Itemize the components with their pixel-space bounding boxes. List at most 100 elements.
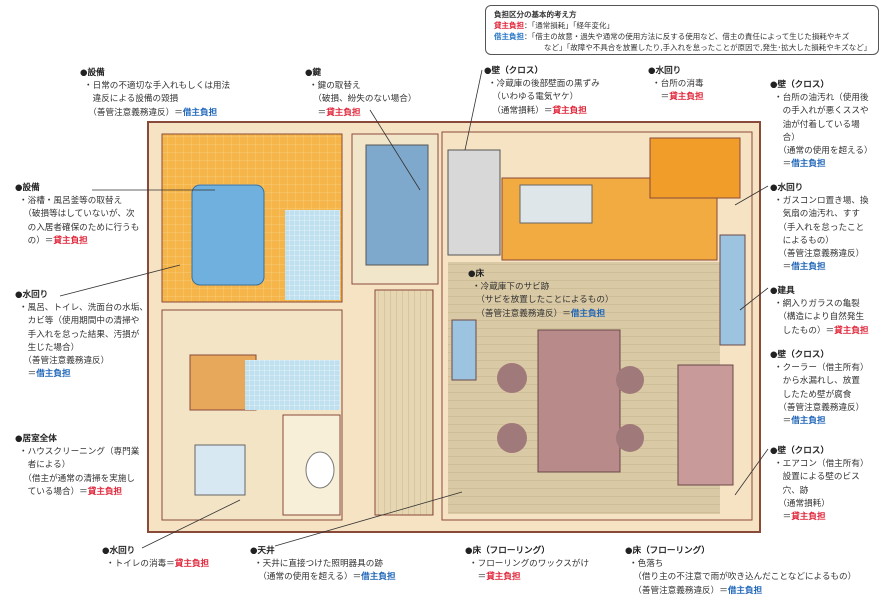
legend-tenant-label: 借主負担	[494, 32, 524, 41]
tenant-burden-label: 借主負担	[36, 369, 71, 380]
annotation-line: （いわゆる電気ヤケ）	[484, 91, 600, 104]
annotation-text: （手入れを怠ったこと	[774, 222, 865, 233]
annotation-line: カビ等（使用期間中の清掃や	[15, 315, 148, 328]
annotation-line: ＝借主負担	[770, 158, 873, 171]
annotation-line: によるもの）	[770, 235, 869, 248]
range-hood	[649, 137, 741, 199]
landlord-burden-label: 貸主負担	[326, 107, 361, 118]
annotation-text: ・日常の不適切な手入れもしくは用法	[84, 81, 231, 92]
annotation-text: 合）	[774, 132, 800, 143]
annotation-line: から水漏れし、放置	[770, 375, 869, 388]
annotation-line: 設置による壁のビス	[770, 471, 869, 484]
landlord-burden-label: 貸主負担	[174, 559, 210, 570]
annotation: ●水回り・トイレの消毒＝貸主負担	[102, 545, 209, 571]
annotation-line: ・エアコン（借主所有）	[770, 458, 869, 471]
washing-machine	[194, 444, 246, 496]
annotation-text: したため壁が腐食	[774, 389, 852, 400]
annotation-line: ・網入りガラスの亀裂	[770, 298, 869, 311]
annotation: ●建具・網入りガラスの亀裂 （構造により自然発生 したもの）＝貸主負担	[770, 285, 869, 338]
annotation: ●壁（クロス）・冷蔵庫の後部壁面の黒ずみ （いわゆる電気ヤケ） （通常損耗）＝貸…	[484, 65, 600, 118]
annotation-line: の手入れが悪くススや	[770, 105, 873, 118]
annotation: ●水回り・ガスコンロ置き場、換 気扇の油汚れ、すす （手入れを怠ったこと による…	[770, 182, 869, 274]
annotation-line: ・トイレの消毒＝貸主負担	[102, 558, 209, 571]
annotation-text: （通常の使用を超える）＝	[254, 572, 362, 583]
annotation: ●床（フローリング） ・色落ち （借り主の不注意で雨が吹き込んだことなどによるもの…	[625, 545, 856, 598]
refrigerator	[447, 149, 501, 256]
annotation-text: ＝	[774, 159, 792, 170]
annotation-title: ●建具	[770, 286, 795, 296]
annotation-line: （借り主の不注意で雨が吹き込んだことなどによるもの）	[625, 571, 857, 584]
annotation-title: ●水回り	[102, 546, 136, 556]
annotation-text: （借主が通常の清掃を実施し	[19, 473, 136, 484]
annotation-line: の）＝貸主負担	[15, 235, 139, 248]
entrance-door	[365, 144, 429, 266]
annotation-text: （サビを放置したことによるもの）	[472, 295, 614, 306]
annotation: ●設備・浴槽・風呂釜等の取替え （破損等はしていないが、次 の入居者確保のために…	[15, 182, 139, 248]
annotation-line: （善管注意義務違反）＝借主負担	[80, 107, 230, 120]
annotation-line: ・浴槽・風呂釜等の取替え	[15, 195, 139, 208]
landlord-burden-label: 貸主負担	[669, 92, 704, 103]
tenant-burden-label: 借主負担	[361, 572, 396, 583]
chair	[497, 423, 527, 453]
annotation-line: 違反による設備の毀損	[80, 93, 230, 106]
annotation-text: ・冷蔵庫の後部壁面の黒ずみ	[488, 79, 600, 90]
annotation-line: （手入れを怠ったこと	[770, 222, 869, 235]
annotation-text: によるもの）	[774, 235, 834, 246]
landlord-burden-label: 貸主負担	[552, 105, 587, 116]
annotation-title: ●床	[468, 269, 485, 279]
window-left	[451, 319, 477, 381]
annotation: ●居室全体・ハウスクリーニング（専門業 者による） （借主が通常の清掃を実施し …	[15, 433, 139, 499]
dining-table	[537, 329, 621, 473]
annotation-text: ＝	[19, 369, 37, 380]
annotation-text: （善管注意義務違反）	[774, 402, 865, 413]
annotation-text: （構造により自然発生	[774, 312, 865, 323]
annotation-title: ●床（フローリング）	[625, 546, 710, 556]
annotation-title: ●床（フローリング）	[465, 546, 550, 556]
sink	[519, 184, 593, 224]
annotation-text: （善管注意義務違反）	[774, 249, 865, 260]
annotation-text: ＝	[309, 107, 327, 118]
annotation: ●床・冷蔵庫下のサビ跡 （サビを放置したことによるもの） （善管注意義務違反）＝…	[468, 268, 614, 321]
annotation-line: 生じた場合）	[15, 342, 148, 355]
annotation-text: （善管注意義務違反）＝	[472, 308, 571, 319]
corridor	[374, 289, 434, 516]
annotation-text: から水漏れし、放置	[774, 376, 860, 387]
annotation-text: ・浴槽・風呂釜等の取替え	[19, 196, 123, 207]
annotation-text: （破損等はしていないが、次	[19, 209, 135, 220]
annotation-title: ●居室全体	[15, 434, 57, 444]
tenant-burden-label: 借主負担	[182, 107, 218, 118]
annotation-text: （通常損耗）＝	[488, 105, 553, 116]
annotation-text: （善管注意義務違反）	[19, 356, 110, 367]
annotation-text: ・風呂、トイレ、洗面台の水垢、	[19, 303, 148, 314]
annotation-text: ・台所の油汚れ（使用後	[774, 93, 869, 104]
annotation: ●壁（クロス）・エアコン（借主所有） 設置による壁のビス 穴、跡 （通常損耗） …	[770, 445, 869, 524]
annotation-text: の）＝	[19, 235, 54, 246]
tenant-burden-label: 借主負担	[791, 416, 826, 427]
annotation-title: ●天井	[250, 546, 275, 556]
legend-tenant-text: ：「借主の故意・過失や通常の使用方法に反する使用など、借主の責任によって生じた損…	[524, 32, 850, 41]
annotation-line: ・冷蔵庫の後部壁面の黒ずみ	[484, 78, 600, 91]
annotation-line: ＝貸主負担	[770, 511, 869, 524]
annotation-line: ・台所の油汚れ（使用後	[770, 92, 873, 105]
annotation-text: 生じた場合）	[19, 342, 80, 353]
leader-lines	[59, 69, 769, 549]
window-right	[719, 234, 746, 346]
annotation-text: ている場合）＝	[19, 486, 88, 497]
annotation-line: 油が付着している場	[770, 119, 873, 132]
annotation-text: ＝	[774, 416, 792, 427]
annotation-line: ・台所の消毒	[648, 78, 704, 91]
annotation-text: の手入れが悪くススや	[774, 106, 869, 117]
annotation-line: の入居者確保のために行うも	[15, 222, 140, 235]
annotation-line: （構造により自然発生	[770, 311, 869, 324]
annotation-text: ・クーラー（借主所有）	[774, 363, 869, 374]
annotation-line: （善管注意義務違反）＝借主負担	[468, 308, 614, 321]
annotation-text: （善管注意義務違反）＝	[629, 585, 728, 596]
annotation-text: 者による）	[19, 460, 71, 471]
annotation-line: ・冷蔵庫下のサビ跡	[468, 281, 614, 294]
annotation-line: （借主が通常の清掃を実施し	[15, 473, 139, 486]
annotation-text: ・冷蔵庫下のサビ跡	[472, 282, 550, 293]
annotation-line: ・クーラー（借主所有）	[770, 362, 869, 375]
annotation-line: ＝貸主負担	[648, 91, 704, 104]
annotation-line: （善管注意義務違反）	[15, 355, 148, 368]
annotation-line: ・色落ち	[625, 558, 856, 571]
